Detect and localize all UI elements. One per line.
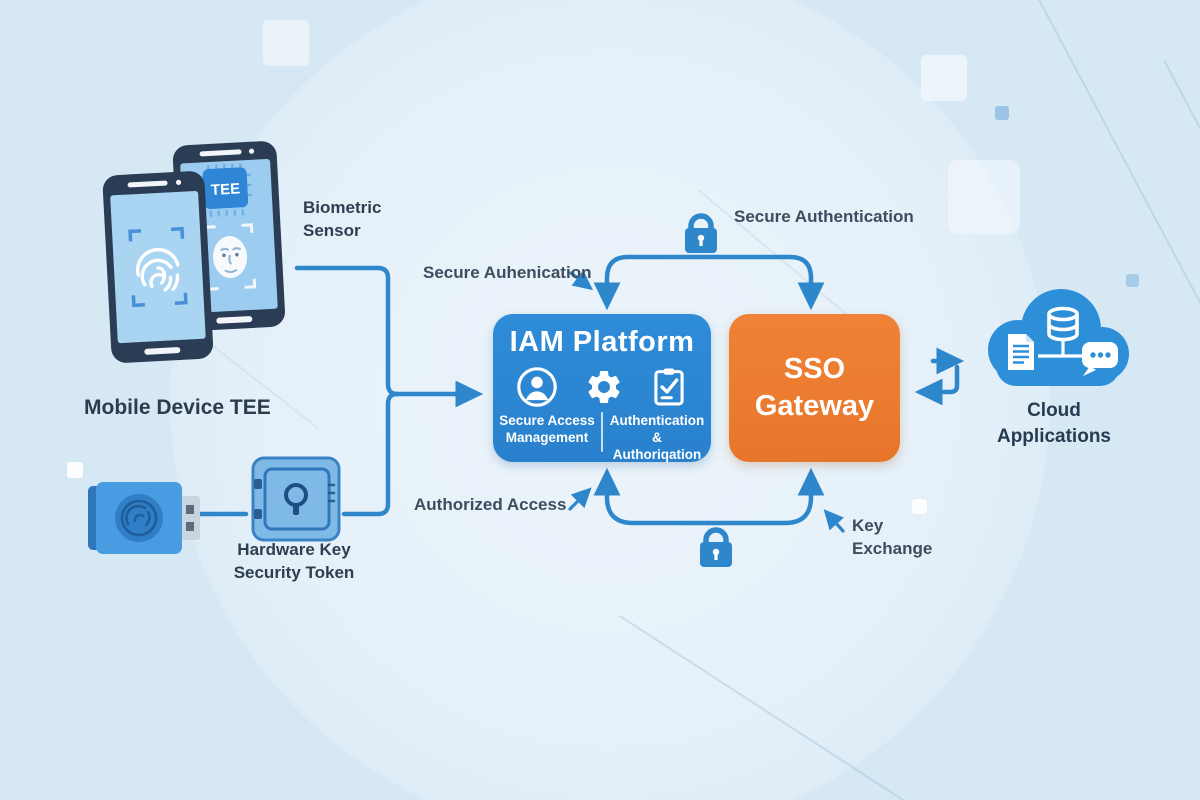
pointer-authorized-access	[568, 487, 592, 511]
edge-top-arc-left	[593, 254, 712, 311]
iam-icons-row	[516, 366, 688, 408]
edge-cloud-to-sso	[914, 364, 960, 406]
svg-text:TEE: TEE	[210, 180, 240, 199]
document-icon	[1008, 334, 1034, 370]
edge-hardware-to-junction	[341, 391, 400, 517]
decor-square	[67, 462, 83, 478]
iam-platform-node: IAM Platform Secure Access Management	[493, 314, 711, 462]
cloud-applications-icon	[988, 289, 1129, 386]
edge-top-arc-right	[706, 254, 825, 311]
decor-square	[263, 20, 309, 66]
mobile-device-tee-label: Mobile Device TEE	[84, 396, 271, 419]
clipboard-check-icon	[654, 368, 684, 406]
authorized-access-label: Authorized Access	[414, 495, 567, 514]
iam-sub-right: Authentication & Authoriqation	[609, 413, 705, 462]
hardware-key-label: Hardware Key Security Token	[233, 540, 355, 582]
edge-biometric-to-junction	[294, 265, 400, 397]
fingerprint-scan-icon	[128, 226, 188, 308]
key-exchange-label: Key Exchange	[852, 516, 933, 558]
lock-icon	[700, 527, 732, 567]
sso-title-line2: Gateway	[754, 390, 875, 422]
secure-authentication-top-label: Secure Authentication	[734, 207, 914, 226]
usb-key-icon	[88, 482, 200, 554]
phone-fingerprint	[102, 171, 214, 363]
iam-sub-left: Secure Access Management	[499, 413, 595, 445]
iam-sublabels: Secure Access Management Authentication …	[497, 412, 707, 463]
iam-title: IAM Platform	[509, 326, 695, 358]
gear-icon	[588, 371, 620, 403]
biometric-sensor-label: Biometric Sensor	[303, 198, 382, 240]
decor-square	[912, 499, 927, 514]
user-icon	[517, 367, 557, 407]
security-token-icon	[251, 456, 341, 542]
edge-bottom-arc-left	[593, 467, 712, 526]
iam-divider	[601, 412, 603, 452]
secure-authentication-left-label: Secure Auhenication	[423, 263, 592, 282]
decor-square	[948, 160, 1020, 234]
pointer-key-exchange	[823, 509, 845, 533]
sso-title-line1: SSO	[783, 353, 846, 385]
chat-bubble-icon	[1082, 342, 1118, 376]
decor-square	[921, 55, 967, 101]
cloud-link-lines	[1038, 340, 1084, 358]
pointer-secure-auth-left	[569, 270, 594, 291]
decor-square	[995, 106, 1009, 120]
lock-icon	[685, 213, 717, 253]
decor-square	[1126, 274, 1139, 287]
edge-bottom-arc-right	[706, 467, 825, 526]
cloud-applications-label: Cloud Applications	[996, 400, 1111, 447]
database-icon	[1047, 306, 1079, 342]
sso-gateway-node: SSO Gateway	[729, 314, 900, 462]
tee-chip-icon: TEE	[198, 163, 252, 218]
